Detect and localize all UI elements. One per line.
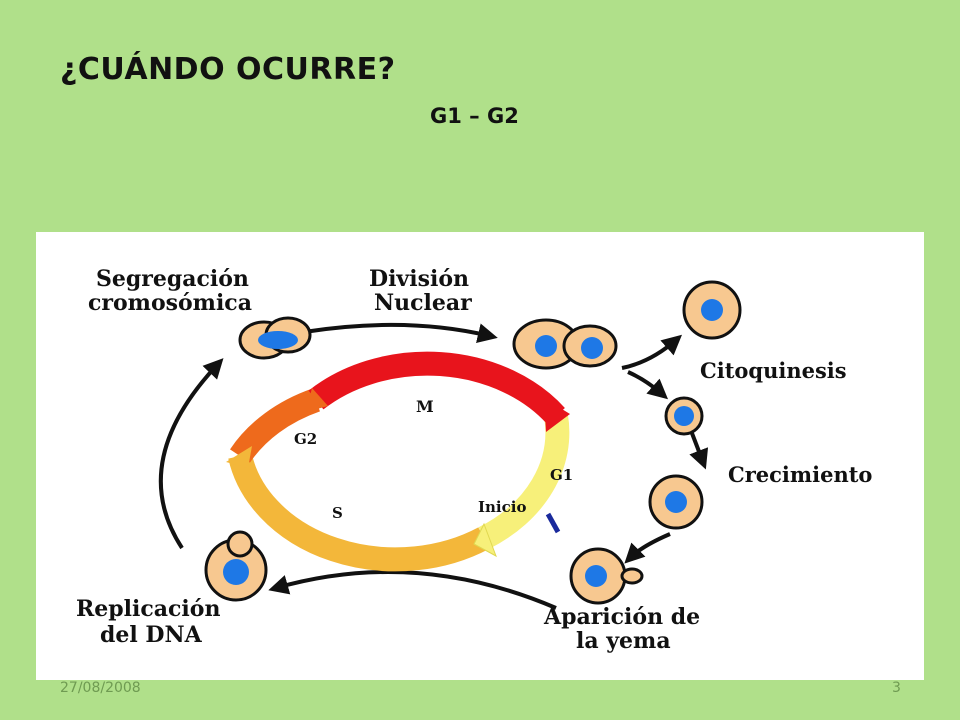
label-phase-g2: G2: [294, 430, 317, 448]
label-growth: Crecimiento: [728, 462, 872, 487]
phase-arc-m: [308, 351, 565, 425]
label-bud-line2: la yema: [576, 628, 671, 654]
start-checkpoint-mark: [545, 512, 561, 534]
footer-date: 27/08/2008: [60, 680, 141, 696]
slide-subtitle: G1 – G2: [430, 104, 519, 128]
arrow-to-small-cell: [627, 370, 669, 400]
label-nuclear-line1: División: [369, 266, 469, 292]
diagram-canvas: Segregación cromosómica División Nuclear…: [76, 266, 872, 654]
label-bud-line1: Aparición de: [543, 604, 700, 630]
phase-arrowhead-s: [226, 446, 252, 468]
arrow-to-cytokinesis: [621, 334, 683, 370]
label-phase-s: S: [332, 504, 343, 522]
label-replication-line1: Replicación: [76, 596, 220, 622]
cell-bud: [569, 547, 644, 605]
label-segregation-line2: cromosómica: [88, 290, 252, 316]
label-cytokinesis: Citoquinesis: [700, 358, 847, 383]
cell-growth: [648, 474, 704, 530]
phase-arrowhead-m: [544, 398, 570, 432]
arrow-to-replication: [268, 570, 557, 610]
label-phase-start: Inicio: [478, 498, 526, 516]
cell-cycle-diagram: Segregación cromosómica División Nuclear…: [36, 232, 924, 680]
cell-segregation: [238, 316, 312, 360]
cell-replication: [204, 530, 268, 602]
phase-arc-g2: [230, 388, 321, 463]
label-phase-g1: G1: [550, 466, 573, 484]
cell-cytokinesis: [682, 280, 742, 340]
cell-small: [664, 396, 704, 436]
slide-title: ¿CUÁNDO OCURRE?: [60, 52, 396, 87]
label-segregation-line1: Segregación: [96, 266, 249, 292]
label-nuclear-line2: Nuclear: [374, 290, 472, 316]
outer-cycle-arrows: [158, 322, 709, 610]
phase-labels: M G1 Inicio S G2: [294, 397, 573, 522]
phase-arrowhead-g2: [306, 388, 328, 412]
phase-ring: [226, 351, 570, 572]
arrow-to-segregation: [158, 358, 224, 550]
label-replication-line2: del DNA: [100, 622, 203, 648]
footer-page-number: 3: [892, 680, 901, 696]
cell-nuclear-division: [512, 318, 618, 370]
arrow-to-nuclear-division: [303, 322, 498, 343]
outer-labels: Segregación cromosómica División Nuclear…: [76, 266, 872, 654]
phase-arrowhead-g1: [473, 522, 497, 558]
phase-arc-g1: [478, 414, 570, 549]
phase-arc-s: [228, 453, 490, 572]
label-phase-m: M: [416, 397, 434, 416]
arrow-to-bud: [624, 532, 671, 564]
